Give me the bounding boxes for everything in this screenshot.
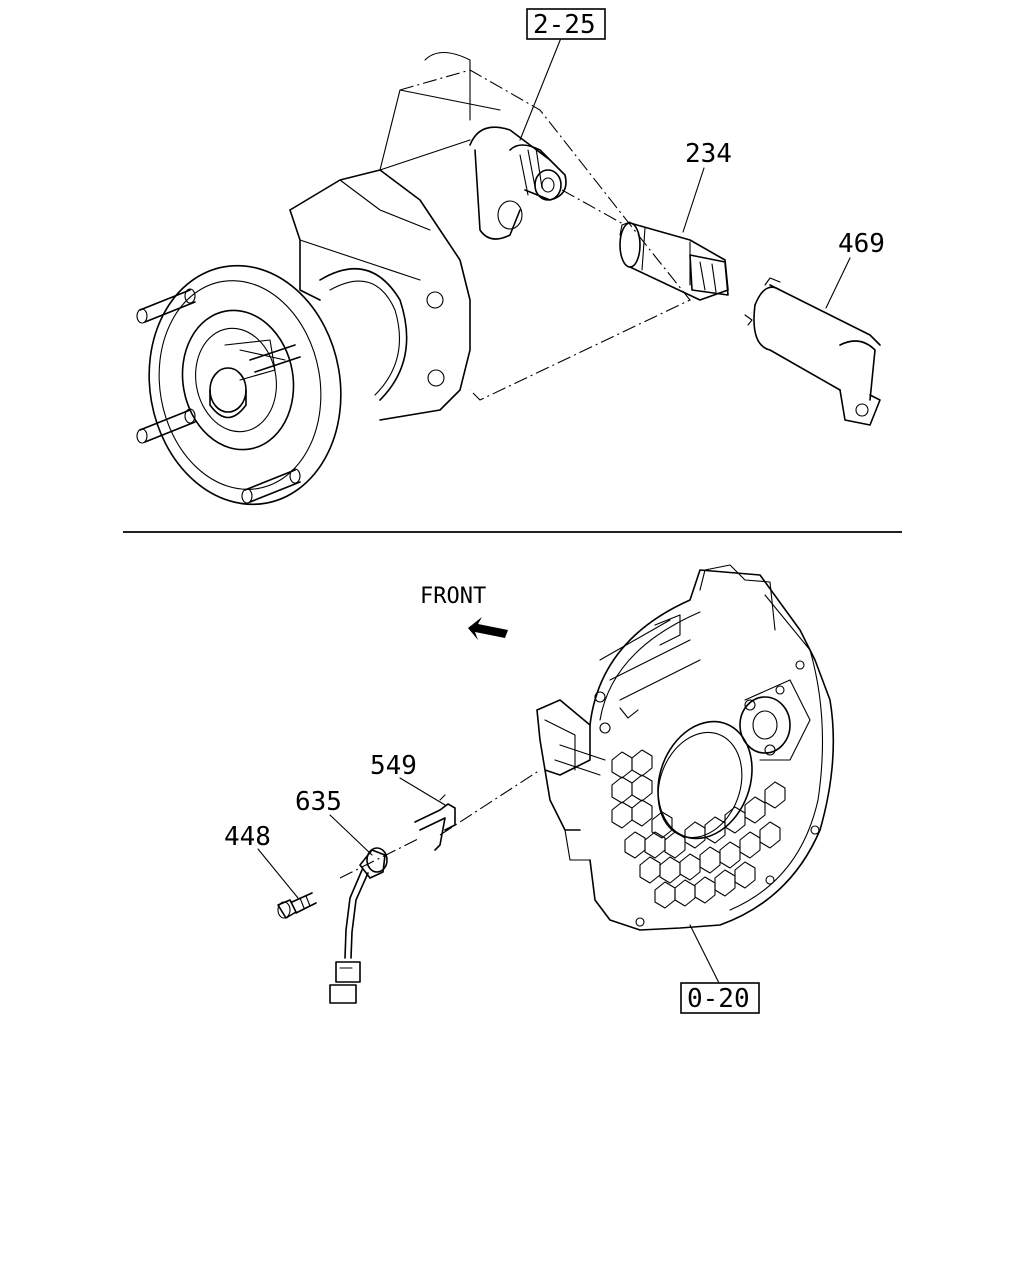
leader-469: [825, 257, 851, 309]
sensor-boss: [469, 126, 567, 240]
leader-234: [682, 167, 705, 233]
speed-sensor-234: [619, 221, 729, 301]
crank-sensor-635: [329, 847, 388, 1004]
leader-635: [329, 814, 373, 856]
part-label-549: 549: [370, 751, 417, 781]
flange-studs: [136, 288, 301, 504]
part-label-469: 469: [838, 229, 885, 259]
ref-label-bottom: 0-20: [687, 984, 750, 1014]
ref-box-top: [526, 8, 606, 40]
sensor-cover-469: [744, 277, 881, 426]
ref-box-bottom: [680, 982, 760, 1014]
housing-honeycomb-grille: [611, 749, 786, 909]
sensor-axis-line: [561, 189, 626, 226]
leader-ref-top: [519, 37, 562, 141]
bracket-549: [414, 794, 456, 851]
part-label-234: 234: [685, 139, 732, 169]
front-label: FRONT: [420, 584, 486, 609]
injection-pump-assembly: [136, 51, 691, 506]
part-label-635: 635: [295, 787, 342, 817]
leader-ref-bottom: [689, 924, 721, 986]
part-label-448: 448: [224, 822, 271, 852]
flywheel-housing: [536, 564, 835, 931]
leader-448: [257, 848, 299, 899]
bolt-448: [277, 892, 317, 919]
leader-549: [399, 777, 446, 806]
front-arrow-icon: [468, 617, 508, 640]
ref-label-top: 2-25: [533, 10, 596, 40]
mount-axis-line: [439, 769, 541, 836]
bolt-axis-line: [339, 837, 421, 879]
